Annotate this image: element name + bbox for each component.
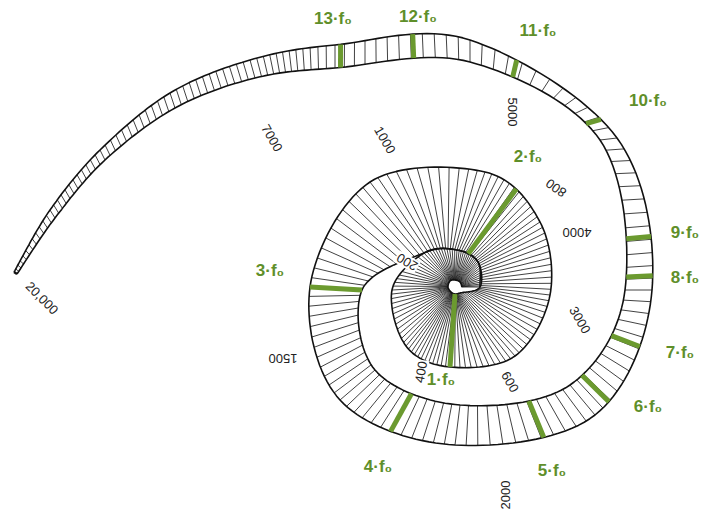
- frequency-number: 3000: [567, 303, 594, 336]
- frequency-mark: [586, 119, 601, 123]
- harmonic-label: 10·f₀: [629, 92, 667, 109]
- frequency-mark: [338, 44, 343, 67]
- frequency-mark: [391, 394, 412, 432]
- inner-wall: [17, 58, 627, 406]
- frequency-mark: [529, 401, 544, 437]
- frequency-mark: [582, 375, 609, 401]
- harmonic-label: 4·f₀: [364, 458, 392, 475]
- frequency-number: 4000: [562, 226, 593, 239]
- fibre-strokes: [14, 34, 653, 446]
- frequency-mark: [450, 294, 455, 367]
- apex-end: [14, 272, 17, 274]
- frequency-number: 1500: [268, 352, 299, 365]
- harmonic-label: 11·f₀: [520, 22, 557, 39]
- harmonic-label: 12·f₀: [399, 8, 437, 25]
- frequency-number: 20,000: [23, 279, 62, 318]
- outer-wall: [14, 34, 653, 446]
- harmonic-label: 6·f₀: [634, 398, 662, 415]
- harmonic-label: 13·f₀: [314, 10, 352, 27]
- harmonic-label: 2·f₀: [514, 148, 542, 165]
- harmonic-label: 1·f₀: [427, 371, 455, 388]
- frequency-number: 400: [413, 359, 430, 385]
- harmonic-label: 3·f₀: [256, 262, 284, 279]
- frequency-number: 600: [498, 368, 521, 395]
- harmonic-label: 9·f₀: [671, 224, 699, 241]
- frequency-number: 200: [393, 250, 420, 273]
- frequency-mark: [626, 237, 651, 239]
- frequency-number: 5000: [506, 97, 519, 128]
- frequency-mark: [513, 60, 517, 77]
- frequency-number: 800: [543, 176, 570, 200]
- frequency-number: 7000: [259, 121, 286, 154]
- harmonic-label: 5·f₀: [538, 462, 566, 479]
- frequency-number: 1000: [372, 123, 399, 156]
- frequency-number: 2000: [499, 480, 512, 511]
- frequency-mark: [413, 34, 414, 58]
- frequency-mark: [468, 189, 516, 254]
- harmonic-label: 7·f₀: [666, 344, 694, 361]
- frequency-mark: [310, 287, 362, 290]
- harmonic-label: 8·f₀: [671, 269, 699, 286]
- frequency-mark: [611, 336, 639, 347]
- frequency-mark: [626, 276, 653, 277]
